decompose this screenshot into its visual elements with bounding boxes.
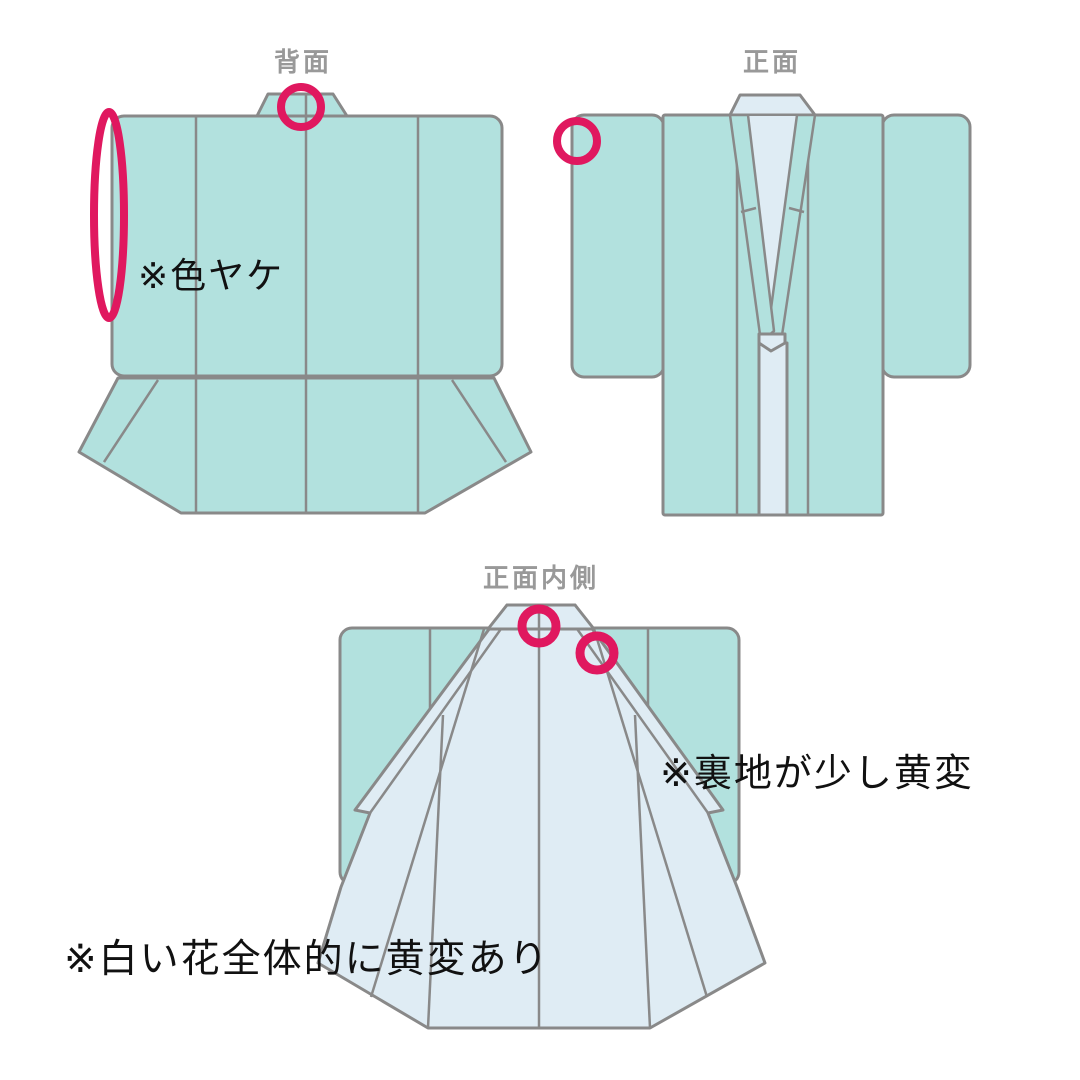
front-collar-point bbox=[757, 332, 787, 353]
annotation-flower-yellowing: ※白い花全体的に黄変あり bbox=[64, 937, 550, 982]
front-lining-strip bbox=[757, 341, 789, 517]
front-neckband-top bbox=[728, 93, 817, 117]
back-skirt-fold-right bbox=[450, 379, 508, 463]
front-lining-v bbox=[748, 116, 797, 334]
inside-band-edge-right bbox=[563, 611, 710, 814]
inside-fold-diagonal-right bbox=[592, 628, 709, 998]
damage-marker-back-collar-circle bbox=[277, 83, 325, 131]
inside-fold-diagonal-left bbox=[369, 628, 486, 998]
kimono-inside-view bbox=[316, 603, 767, 1030]
front-collar-band-left bbox=[728, 113, 776, 344]
inside-collar bbox=[486, 603, 596, 631]
back-skirt-fold-left bbox=[102, 379, 160, 463]
front-collar-mark-left bbox=[740, 206, 757, 214]
view-label-front-inside: 正面内側 bbox=[482, 564, 600, 594]
inside-fold-vertical-left bbox=[426, 714, 445, 1029]
annotation-lining-yellowing: ※裏地が少し黄変 bbox=[660, 751, 974, 795]
front-right-sleeve bbox=[880, 113, 972, 379]
damage-marker-inside-collar-right-circle bbox=[575, 631, 619, 675]
inside-fold-vertical-right bbox=[633, 714, 652, 1029]
damage-marker-front-shoulder-circle bbox=[553, 117, 601, 165]
view-label-back: 背面 bbox=[273, 48, 333, 78]
kimono-front-view bbox=[570, 93, 972, 517]
annotation-color-fade: ※色ヤケ bbox=[138, 256, 285, 297]
inside-band-edge-left bbox=[368, 611, 515, 814]
damage-marker-back-sleeve-ellipse bbox=[90, 108, 128, 322]
kimono-back-view bbox=[77, 92, 533, 515]
view-label-front: 正面 bbox=[742, 48, 802, 78]
front-collar-mark-right bbox=[788, 206, 805, 214]
front-left-sleeve bbox=[570, 113, 666, 379]
back-collar bbox=[255, 92, 349, 118]
damage-marker-inside-collar-center-circle bbox=[517, 604, 561, 648]
damage-markers bbox=[90, 83, 619, 675]
